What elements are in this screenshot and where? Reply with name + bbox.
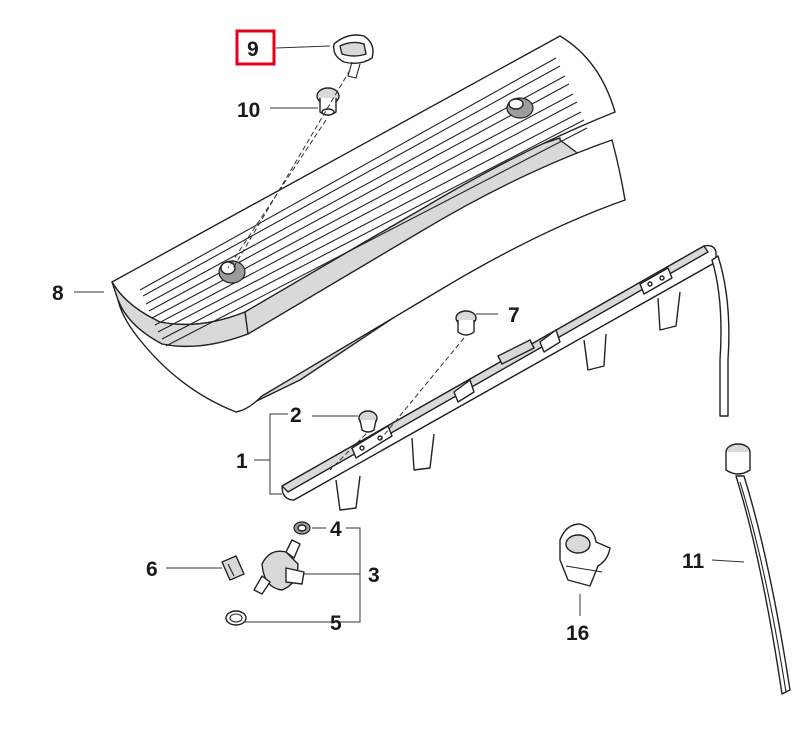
clip-part-6[interactable] [221, 555, 245, 581]
callout-9-highlight-box [235, 29, 276, 66]
bolt-part-7[interactable] [455, 310, 477, 336]
callout-2[interactable]: 2 [290, 404, 302, 427]
cover-mount-boss-right [506, 97, 534, 119]
bracket-3-5 [244, 527, 361, 623]
assembly-line-2 [329, 433, 367, 471]
leader-9 [275, 45, 331, 49]
cap-nut-part-9[interactable] [333, 34, 374, 79]
injector-part-3[interactable] [253, 539, 305, 595]
callout-1[interactable]: 1 [236, 450, 248, 473]
callout-7[interactable]: 7 [508, 304, 520, 327]
rail-outlet-pipe [711, 255, 730, 417]
hose-clip-part-16[interactable] [559, 523, 611, 587]
callout-16[interactable]: 16 [566, 622, 589, 645]
o-ring-part-5[interactable] [225, 610, 247, 626]
rail-injector-cups [335, 291, 681, 511]
callout-5[interactable]: 5 [330, 612, 342, 635]
fuel-rail[interactable] [281, 244, 717, 511]
callout-3[interactable]: 3 [368, 564, 380, 587]
leader-11 [711, 559, 745, 563]
callout-10[interactable]: 10 [237, 99, 260, 122]
callout-8[interactable]: 8 [52, 282, 64, 305]
o-ring-part-4[interactable] [293, 521, 311, 535]
bracket-1 [269, 413, 288, 495]
callout-4[interactable]: 4 [330, 518, 342, 541]
fuel-line-part-11[interactable] [725, 443, 791, 695]
callout-9[interactable]: 9 [247, 38, 259, 61]
assembly-line-7 [379, 337, 465, 441]
engine-cover[interactable] [111, 35, 626, 413]
assembly-line-bolt [227, 119, 327, 269]
callout-11[interactable]: 11 [682, 550, 705, 573]
cover-ribs [139, 57, 588, 347]
callout-6[interactable]: 6 [146, 558, 158, 581]
seal-part-2[interactable] [358, 410, 378, 433]
cover-mount-boss-left [218, 260, 246, 284]
bolt-part-10[interactable] [316, 87, 340, 116]
assembly-line-cover [231, 69, 351, 271]
rail-brackets [351, 267, 673, 459]
